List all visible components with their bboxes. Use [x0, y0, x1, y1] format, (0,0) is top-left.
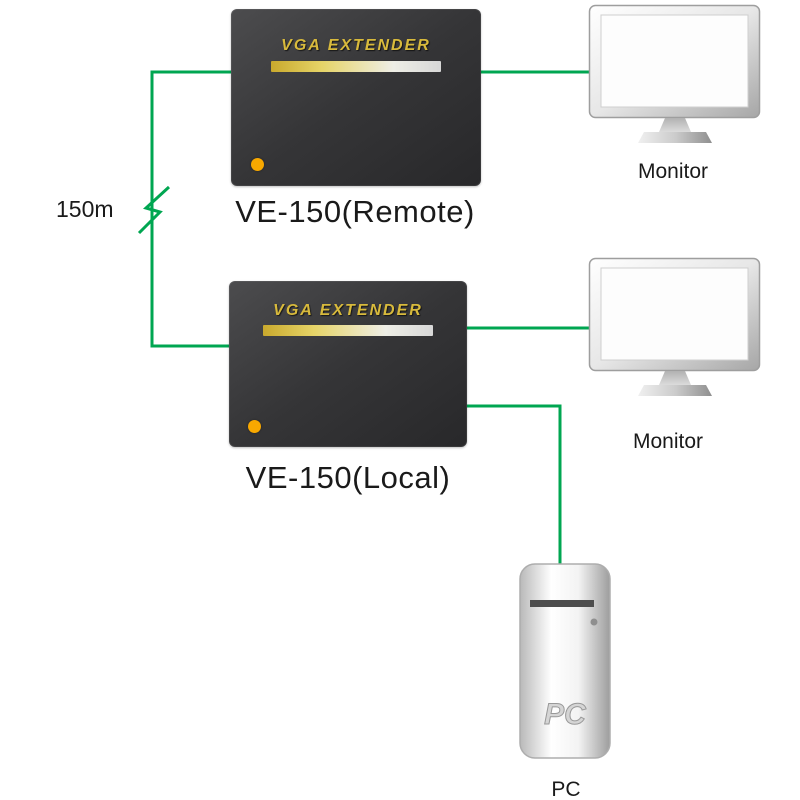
monitor-screen	[600, 267, 749, 361]
pc-case-text: PC	[544, 698, 587, 731]
monitor-base	[638, 132, 712, 143]
monitor-base	[638, 385, 712, 396]
monitor-top-label: Monitor	[637, 160, 709, 183]
local-extender-power-led	[248, 420, 261, 433]
pc-tower-body	[519, 563, 611, 759]
local-extender-stripe	[263, 325, 433, 336]
monitor-stand	[659, 118, 691, 132]
pc-label: PC	[551, 778, 581, 800]
monitor-screen	[600, 14, 749, 108]
monitor-bottom-label: Monitor	[632, 430, 704, 453]
distance-break-bolt-icon	[137, 185, 171, 235]
pc-power-button	[590, 618, 598, 626]
remote-extender-label: VE-150(Remote)	[235, 194, 475, 229]
remote-extender-power-led	[251, 158, 264, 171]
local-extender-label: VE-150(Local)	[245, 460, 451, 495]
local-extender-brand-text: VGA EXTENDER	[273, 302, 423, 319]
local-extender-unit: VGA EXTENDER	[229, 281, 467, 447]
monitor-stand	[659, 371, 691, 385]
distance-label: 150m	[56, 196, 114, 222]
remote-extender-stripe	[271, 61, 441, 72]
monitor-bottom-icon	[588, 257, 761, 396]
remote-extender-unit: VGA EXTENDER	[231, 9, 481, 186]
monitor-top-icon	[588, 4, 761, 143]
pc-drive-slot	[530, 600, 594, 607]
remote-extender-brand-text: VGA EXTENDER	[281, 37, 431, 54]
pc-tower-icon: PC	[519, 563, 611, 759]
